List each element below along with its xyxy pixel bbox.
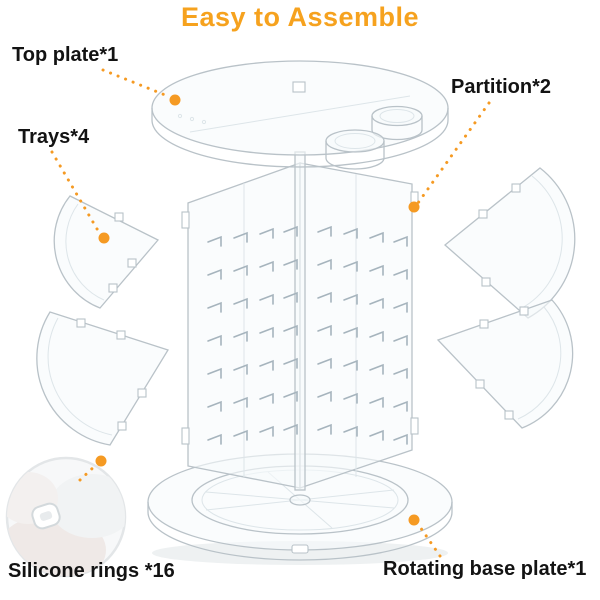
dot-silicone: [95, 455, 107, 467]
connector-trays: [50, 150, 102, 236]
dot-partition: [408, 201, 420, 213]
callout-connectors: [50, 68, 491, 558]
callout-trays: Trays*4: [18, 126, 90, 148]
center-pole: [294, 151, 306, 491]
silicone-ring-zoom-inset: [5, 456, 127, 578]
connector-base: [416, 522, 442, 558]
callout-rotating-base-plate: Rotating base plate*1: [383, 558, 587, 580]
tray-upper-right: [443, 167, 576, 319]
callout-partition: Partition*2: [451, 76, 552, 98]
dot-trays: [98, 232, 110, 244]
silicone-ring: [31, 502, 61, 530]
cup-holders: [325, 105, 423, 170]
tray-lower-right: [436, 299, 574, 429]
top-plate-slot: [292, 81, 306, 93]
dot-base: [408, 514, 420, 526]
tray-lower-left: [36, 311, 169, 446]
callout-silicone-rings: Silicone rings *16: [8, 560, 175, 582]
page-title: Easy to Assemble: [180, 2, 420, 32]
partition-panels: [181, 151, 419, 491]
corner-trays: [36, 167, 576, 446]
tray-upper-left: [53, 195, 160, 309]
dot-top-plate: [169, 94, 181, 106]
top-plate: [151, 60, 449, 168]
callout-top-plate: Top plate*1: [12, 44, 119, 66]
